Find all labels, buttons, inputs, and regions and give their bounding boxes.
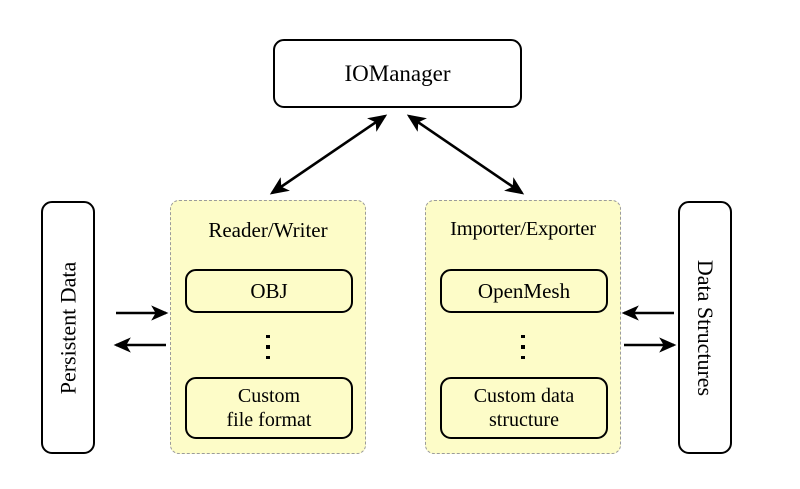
persistent-data-label: Persistent Data [55,261,80,394]
reader-writer-item-obj[interactable]: OBJ [185,269,353,313]
arrow-io-to-importer-exporter [406,114,525,195]
reader-writer-item-obj-label: OBJ [250,278,288,303]
io-manager-node[interactable]: IOManager [273,39,522,108]
importer-exporter-ellipsis [426,325,620,369]
persistent-data-node[interactable]: Persistent Data [41,201,95,454]
reader-writer-ellipsis [171,325,365,369]
reader-writer-item-custom-line1: Custom [237,384,301,407]
reader-writer-item-custom-file-format[interactable]: Custom file format [185,377,353,439]
reader-writer-item-custom-line2: file format [226,409,312,431]
io-manager-label: IOManager [344,60,451,86]
arrow-io-to-reader-writer [269,114,388,195]
importer-exporter-item-custom-line2: structure [489,409,559,431]
importer-exporter-item-custom-data-structure[interactable]: Custom data structure [440,377,608,439]
importer-exporter-item-openmesh[interactable]: OpenMesh [440,269,608,313]
importer-exporter-item-openmesh-label: OpenMesh [477,278,571,303]
importer-exporter-title: Importer/Exporter [450,218,596,240]
data-structures-node[interactable]: Data Structures [678,201,732,454]
reader-writer-title: Reader/Writer [208,218,328,242]
importer-exporter-item-custom-line1: Custom data [473,384,575,407]
data-structures-label: Data Structures [693,259,719,396]
reader-writer-panel[interactable]: Reader/Writer OBJ Custom file format [170,200,366,454]
importer-exporter-panel[interactable]: Importer/Exporter OpenMesh Custom data s… [425,200,621,454]
